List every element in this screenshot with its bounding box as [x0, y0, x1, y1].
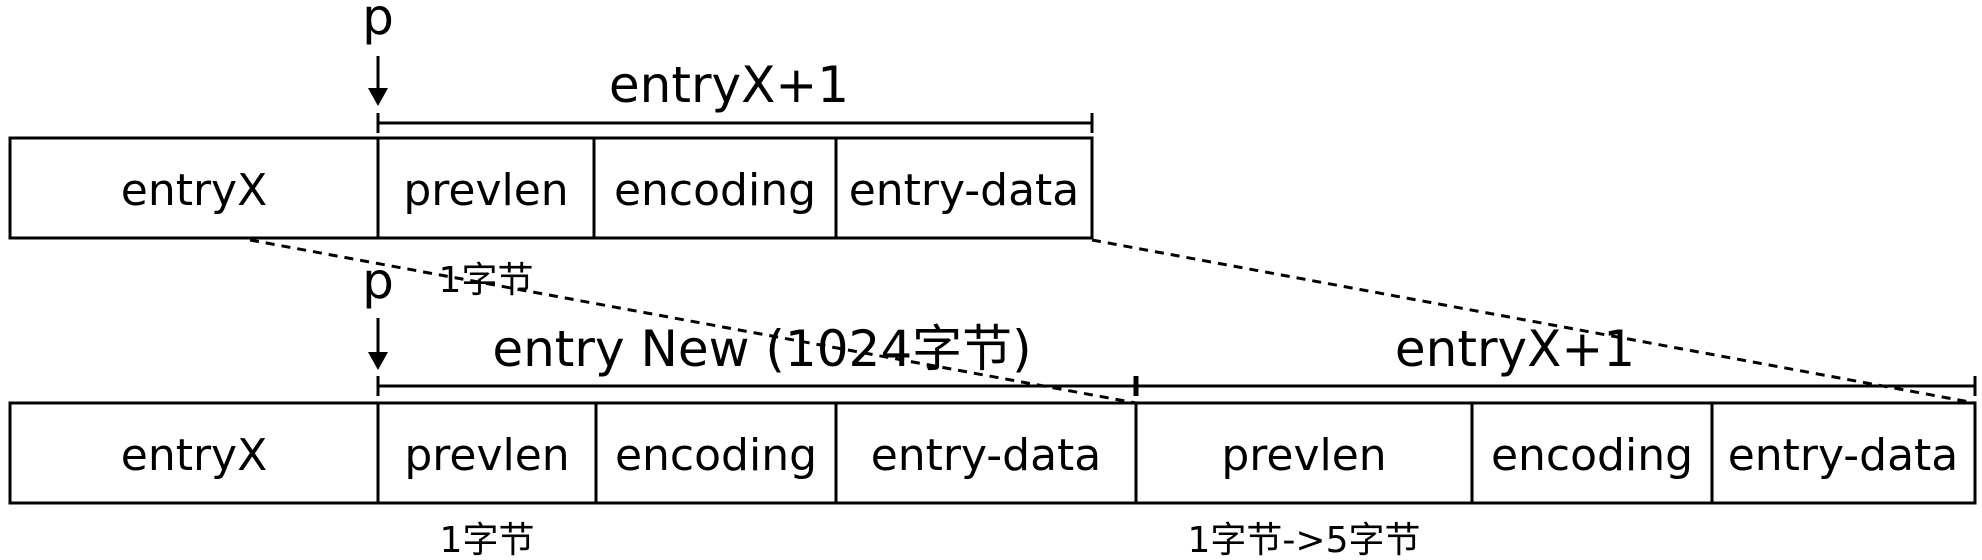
projection-line-right: [1091, 238, 1976, 405]
bottom-cell-label: prevlen: [1221, 430, 1386, 481]
projection-line-left: [249, 238, 1137, 405]
top-row: p entryX+1 entryX prevlen encoding entry…: [8, 0, 1094, 301]
next-entry-brace: [1136, 376, 1977, 396]
bottom-row: p entry New (1024字节) entryX+1 entr: [8, 252, 1977, 560]
bottom-cell-new-encoding: [594, 401, 838, 505]
top-pointer-label: p: [362, 0, 394, 46]
top-size-note: 1字节: [439, 260, 534, 301]
bottom-cell-next-entry-data: [1710, 401, 1977, 505]
next-size-note: 1字节->5字节: [1188, 520, 1421, 560]
bottom-cell-label: prevlen: [404, 430, 569, 481]
new-size-note: 1字节: [440, 520, 535, 560]
next-entry-brace-label: entryX+1: [1395, 320, 1635, 378]
top-cell-label: prevlen: [403, 165, 568, 216]
top-cell-prevlen: [376, 136, 596, 240]
top-brace: [376, 113, 1094, 133]
bottom-cell-label: encoding: [1491, 430, 1693, 481]
top-cell-label: entry-data: [849, 165, 1080, 216]
new-entry-brace-label: entry New (1024字节): [492, 320, 1031, 378]
bottom-cell-label: entry-data: [1728, 430, 1959, 481]
top-cell-label: encoding: [614, 165, 816, 216]
top-entries: entryX prevlen encoding entry-data: [8, 136, 1094, 240]
bottom-cell-next-prevlen: [1134, 401, 1474, 505]
bottom-cell-next-encoding: [1470, 401, 1714, 505]
top-cell-encoding: [592, 136, 838, 240]
bottom-cell-entryX: [8, 401, 380, 505]
top-cell-label: entryX: [121, 165, 267, 216]
top-pointer-arrow: [368, 56, 388, 106]
bottom-cell-new-entry-data: [834, 401, 1138, 505]
projection-lines: [249, 238, 1976, 405]
bottom-cell-label: encoding: [615, 430, 817, 481]
top-cell-entry-data: [834, 136, 1094, 240]
bottom-entries: entryX prevlen encoding entry-data prevl…: [8, 401, 1977, 505]
bottom-cell-label: entry-data: [871, 430, 1102, 481]
bottom-cell-new-prevlen: [376, 401, 598, 505]
top-cell-entryX: [8, 136, 380, 240]
bottom-cell-label: entryX: [121, 430, 267, 481]
top-brace-label: entryX+1: [609, 56, 849, 114]
new-entry-brace: [376, 376, 1139, 396]
bottom-pointer-arrow: [368, 318, 388, 370]
